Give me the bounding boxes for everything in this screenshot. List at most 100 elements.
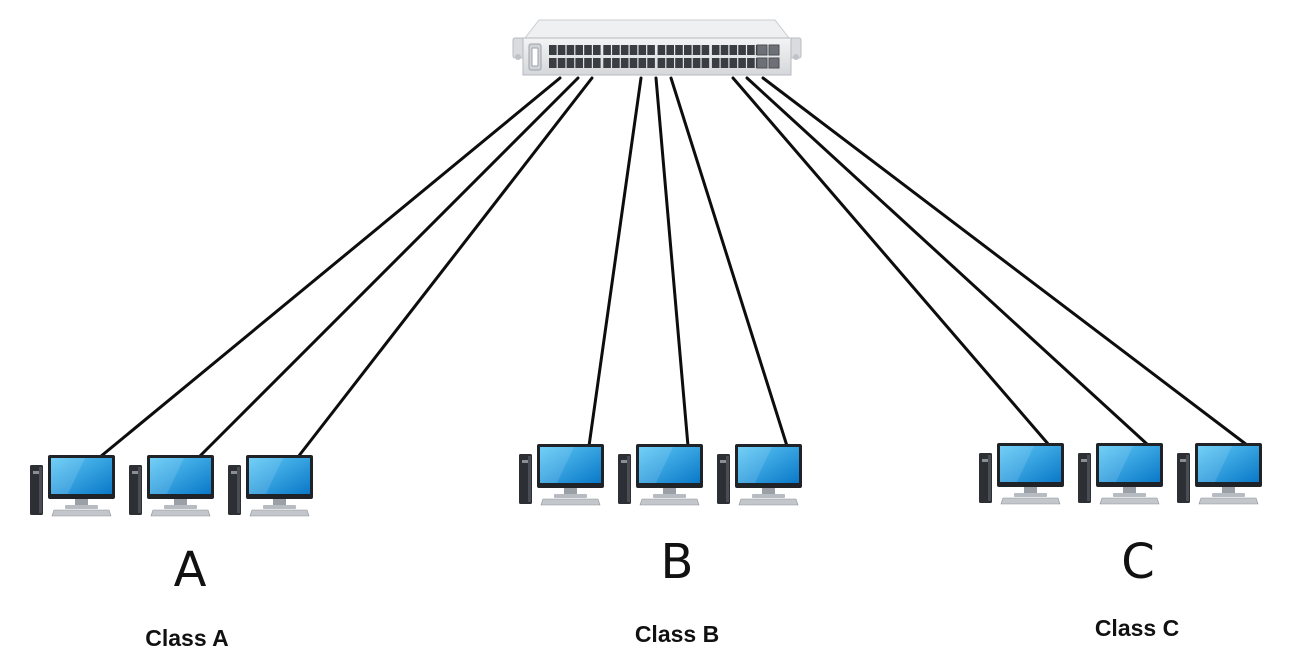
switch-port — [729, 58, 738, 68]
pc-tower-side — [627, 456, 630, 502]
pc-monitor-base — [164, 505, 197, 509]
pc-keyboard — [738, 498, 799, 506]
pc-tower-side — [39, 467, 42, 513]
pc-keyboard — [1000, 497, 1061, 505]
switch-port — [675, 58, 683, 68]
cable-c-3 — [761, 76, 1249, 447]
pc-monitor-screen — [738, 447, 799, 483]
switch-port — [711, 45, 720, 55]
pc-drive-bay — [1180, 459, 1186, 462]
pc-tower-side — [237, 467, 240, 513]
cable-a-2 — [197, 76, 580, 459]
pc-drive-bay — [132, 471, 138, 474]
switch-port — [666, 45, 674, 55]
computer-b-2 — [618, 444, 703, 506]
switch-port — [612, 58, 620, 68]
pc-drive-bay — [522, 460, 528, 463]
switch-port — [747, 45, 755, 55]
pc-monitor-base — [263, 505, 296, 509]
pc-screen-glare — [249, 458, 283, 494]
pc-tower-side — [1087, 455, 1090, 501]
switch-port — [647, 45, 655, 55]
pc-screen-glare — [150, 458, 184, 494]
switch-port — [575, 58, 583, 68]
group-c-caption: Class C — [1094, 615, 1180, 641]
switch-port — [675, 45, 683, 55]
pc-monitor-screen — [1099, 446, 1160, 482]
switch-uplink-port — [756, 44, 768, 56]
pc-monitor-stand — [273, 499, 286, 506]
switch-port — [666, 58, 674, 68]
switch-port — [549, 45, 557, 55]
network-switch-icon — [512, 19, 802, 76]
group-a-letter: A — [173, 542, 207, 598]
pc-keyboard — [249, 509, 310, 517]
switch-uplink-port — [768, 57, 780, 69]
pc-keyboard — [150, 509, 211, 517]
switch-port — [701, 45, 710, 55]
pc-monitor-stand — [564, 488, 577, 495]
computer-a-2 — [129, 455, 214, 517]
switch-port — [720, 45, 729, 55]
switch-port — [620, 58, 629, 68]
switch-port — [692, 58, 701, 68]
pc-screen-glare — [51, 458, 85, 494]
switch-port — [593, 58, 601, 68]
switch-port — [593, 45, 601, 55]
switch-uplink-port — [768, 44, 780, 56]
switch-port — [684, 58, 692, 68]
pc-monitor-base — [752, 494, 785, 498]
group-b-letter: B — [660, 534, 694, 590]
switch-port — [584, 45, 592, 55]
switch-port — [549, 58, 557, 68]
pc-screen-glare — [639, 447, 673, 483]
pc-screen-glare — [1198, 446, 1232, 482]
pc-monitor-screen — [150, 458, 211, 494]
pc-monitor-screen — [639, 447, 700, 483]
pc-tower-side — [988, 455, 991, 501]
pc-keyboard — [639, 498, 700, 506]
pc-drive-bay — [621, 460, 627, 463]
pc-screen-glare — [1000, 446, 1034, 482]
computers — [30, 443, 1262, 517]
switch-port — [647, 58, 655, 68]
computer-b-1 — [519, 444, 604, 506]
cables — [98, 76, 1249, 459]
cable-b-2 — [654, 76, 690, 448]
computer-b-3 — [717, 444, 802, 506]
group-c-letter: C — [1121, 534, 1155, 590]
pc-drive-bay — [720, 460, 726, 463]
switch-port — [620, 45, 629, 55]
switch-port — [701, 58, 710, 68]
switch-port — [584, 58, 592, 68]
pc-monitor-stand — [1222, 487, 1235, 494]
switch-front-panel — [522, 37, 792, 76]
switch-port — [729, 45, 738, 55]
switch-top — [523, 19, 791, 39]
switch-port — [720, 58, 729, 68]
group-a-caption: Class A — [145, 625, 229, 651]
switch-port — [638, 45, 647, 55]
cable-c-1 — [731, 76, 1051, 447]
pc-keyboard — [1099, 497, 1160, 505]
pc-monitor-screen — [540, 447, 601, 483]
pc-monitor-stand — [174, 499, 187, 506]
pc-tower-side — [1186, 455, 1189, 501]
switch-port — [566, 45, 575, 55]
pc-keyboard — [51, 509, 112, 517]
switch-display — [531, 47, 539, 67]
pc-monitor-stand — [1123, 487, 1136, 494]
pc-monitor-base — [65, 505, 98, 509]
switch-port — [684, 45, 692, 55]
pc-drive-bay — [231, 471, 237, 474]
computer-c-2 — [1078, 443, 1163, 505]
pc-keyboard — [1198, 497, 1259, 505]
switch-port — [612, 45, 620, 55]
pc-tower-side — [528, 456, 531, 502]
switch-port — [711, 58, 720, 68]
cable-a-3 — [296, 76, 594, 459]
pc-monitor-stand — [1024, 487, 1037, 494]
pc-screen-glare — [1099, 446, 1133, 482]
switch-port — [575, 45, 583, 55]
